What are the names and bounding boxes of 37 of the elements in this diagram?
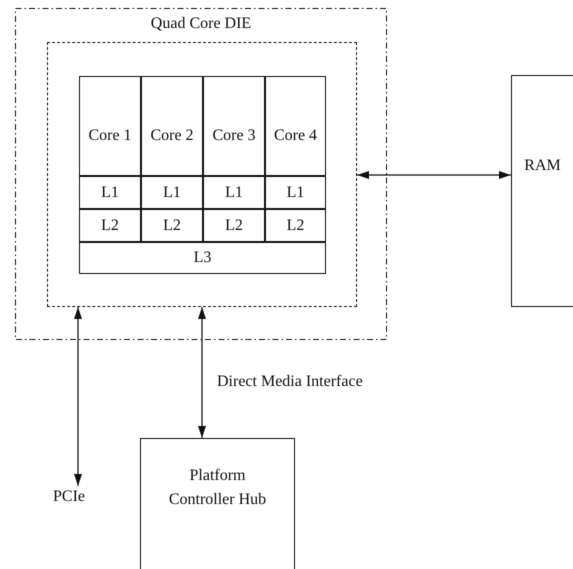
component-label: L2	[286, 216, 304, 234]
component-box	[511, 75, 573, 307]
cache-cell	[203, 76, 265, 176]
component-label: RAM	[524, 157, 561, 175]
component-label: Core 4	[274, 127, 318, 145]
cache-cell	[265, 76, 326, 176]
die-boundary	[15, 8, 387, 340]
component-label: L2	[225, 216, 243, 234]
component-label: Platform Controller Hub	[168, 466, 268, 510]
cache-cell	[141, 76, 203, 176]
title-text: Quad Core DIE	[150, 15, 252, 33]
component-label: L1	[225, 184, 243, 202]
component-label: L1	[163, 184, 181, 202]
component-box	[140, 438, 295, 569]
cache-cell	[141, 209, 203, 242]
cache-cell	[203, 176, 265, 209]
component-label: Core 1	[88, 127, 132, 145]
cache-cell	[79, 242, 326, 274]
cache-cell	[79, 209, 141, 242]
component-label: L2	[163, 216, 181, 234]
cache-cell	[265, 209, 326, 242]
cache-cell	[79, 176, 141, 209]
component-label: Core 2	[150, 127, 194, 145]
component-label: L3	[194, 249, 212, 267]
text-label: PCIe	[44, 486, 94, 508]
dashed-box	[47, 42, 357, 307]
component-label: L2	[101, 216, 119, 234]
cache-cell	[79, 76, 141, 176]
double-arrow	[357, 171, 511, 179]
component-label: L1	[286, 184, 304, 202]
double-arrow	[198, 307, 206, 438]
cache-cell	[141, 176, 203, 209]
component-label: L1	[101, 184, 119, 202]
component-label: Core 3	[212, 127, 256, 145]
cache-cell	[265, 176, 326, 209]
double-arrow	[74, 307, 82, 486]
cache-cell	[203, 209, 265, 242]
